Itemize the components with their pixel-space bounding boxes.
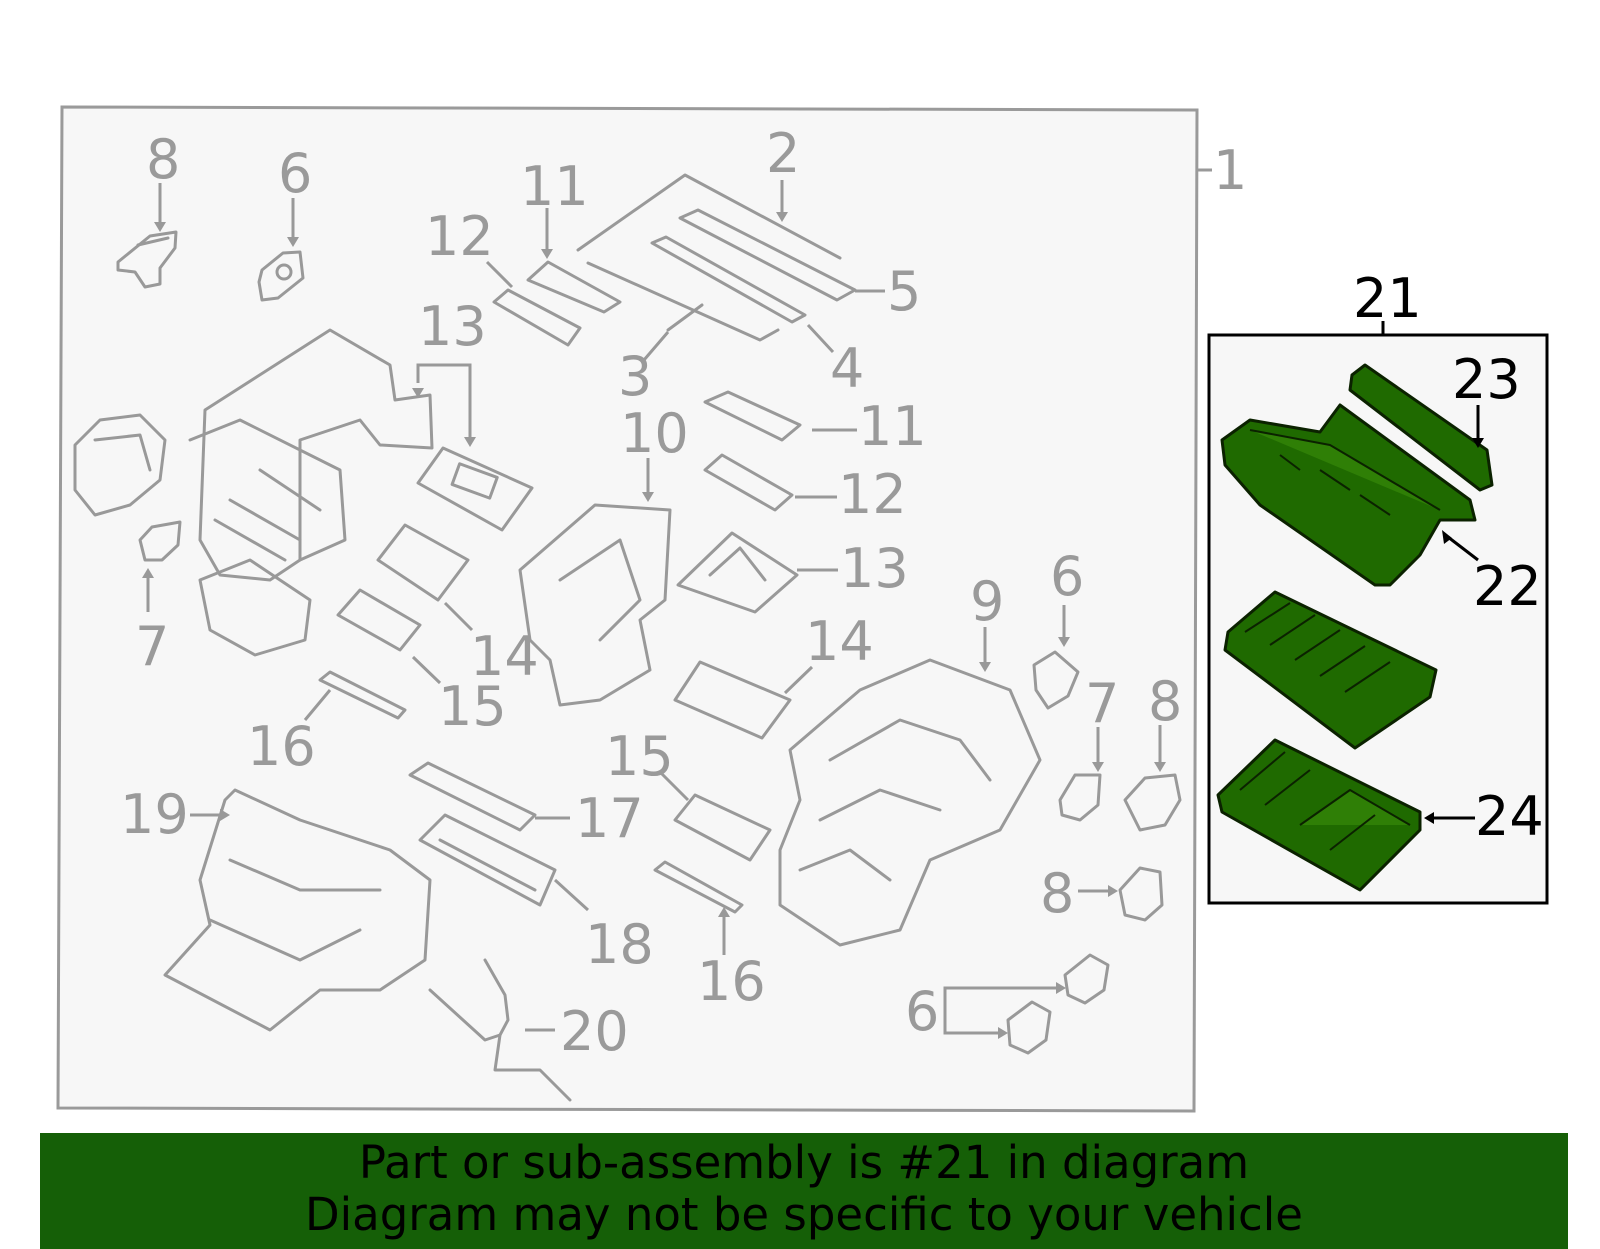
part-4-seal (650, 235, 835, 354)
part-8-actuator-right (1123, 725, 1182, 832)
callout-8-lower: 8 (1040, 862, 1074, 925)
part-6-actuator-right (1032, 605, 1080, 710)
callout-21: 21 (1353, 267, 1422, 330)
callout-23: 23 (1452, 348, 1521, 411)
part-12-door-top (485, 260, 582, 347)
callout-19: 19 (120, 783, 189, 846)
part-10-case-center (518, 458, 672, 707)
callout-13-right: 13 (840, 537, 909, 600)
part-22-filter-housing (1220, 403, 1479, 587)
callout-12-top: 12 (425, 205, 494, 268)
callout-13-top: 13 (418, 295, 487, 358)
callout-16-left: 16 (247, 715, 316, 778)
callout-14-left: 14 (470, 625, 539, 688)
callout-3: 3 (618, 345, 652, 408)
part-12-door-right (703, 453, 837, 512)
callout-5: 5 (887, 260, 921, 323)
part-11-door-top (526, 208, 622, 314)
callout-16-lower: 16 (697, 950, 766, 1013)
part-15-door-lower (658, 770, 772, 862)
callout-14-right: 14 (805, 610, 874, 673)
callout-1: 1 (1213, 139, 1247, 202)
callout-24: 24 (1475, 785, 1544, 848)
callout-15-left: 15 (438, 675, 507, 738)
part-11-door-right (703, 390, 857, 442)
part-14-door-left (376, 523, 474, 632)
part-8-actuator-top (116, 183, 178, 289)
main-assembly-frame (56, 105, 1199, 1113)
part-13-filter-door-right (676, 531, 838, 614)
callout-20: 20 (560, 1000, 629, 1063)
callout-2: 2 (766, 122, 800, 185)
part-17-duct (408, 761, 570, 832)
part-3-seal (642, 303, 704, 361)
part-16-link-left (303, 670, 407, 721)
part-8-actuator-lower (1078, 866, 1164, 922)
callout-8-right: 8 (1148, 670, 1182, 733)
banner-line-1: Part or sub-assembly is #21 in diagram (358, 1136, 1250, 1189)
callout-22: 22 (1473, 555, 1542, 618)
part-heater-case-upper (188, 328, 434, 657)
callout-9: 9 (970, 570, 1004, 633)
part-15-door-left (336, 588, 442, 685)
part-14-door-right (673, 660, 814, 740)
callout-8-top: 8 (146, 128, 180, 191)
part-20-harness (428, 958, 572, 1102)
part-6-actuators-lower (943, 953, 1110, 1055)
part-19-blower-case (163, 788, 432, 1032)
callout-6-right: 6 (1050, 545, 1084, 608)
callout-7-right: 7 (1085, 672, 1119, 735)
callout-15-lower: 15 (605, 725, 674, 788)
part-23-seal-strip (1348, 363, 1494, 492)
part-13-filter-door-top (412, 363, 534, 532)
part-9-heater-case-lower (778, 627, 1042, 947)
part-7-sensor-left (138, 520, 182, 612)
callout-11-right: 11 (858, 395, 927, 458)
callout-11-top: 11 (520, 155, 589, 218)
part-16-link-lower (653, 860, 744, 955)
callout-6-lower: 6 (905, 980, 939, 1043)
banner-line-2: Diagram may not be specific to your vehi… (305, 1188, 1303, 1241)
part-blower-outlet (73, 413, 167, 517)
part-7-sensor-right (1058, 727, 1104, 822)
part-18-duct (418, 813, 590, 912)
part-cabin-air-filter (1223, 590, 1438, 750)
callout-10: 10 (620, 402, 689, 465)
part-2-seal (576, 173, 842, 342)
part-6-actuator-top (257, 198, 305, 302)
callout-4: 4 (830, 337, 864, 400)
part-24-filter-cover (1216, 738, 1475, 892)
part-5-seal (678, 208, 885, 302)
callout-17: 17 (575, 787, 644, 850)
callout-6-top: 6 (278, 142, 312, 205)
callout-12-right: 12 (838, 463, 907, 526)
callout-18: 18 (585, 913, 654, 976)
callout-7-left: 7 (135, 615, 169, 678)
info-banner: Part or sub-assembly is #21 in diagram D… (40, 1133, 1568, 1249)
